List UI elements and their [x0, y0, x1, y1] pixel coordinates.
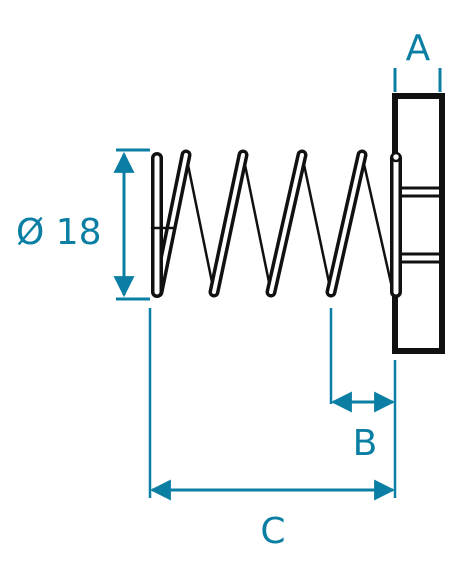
compression-spring	[150, 149, 402, 298]
label-a: A	[406, 28, 431, 69]
dimension-diameter	[113, 148, 150, 301]
label-c: C	[260, 511, 285, 552]
extension-lines	[148, 308, 397, 498]
spring-left-end	[150, 152, 177, 298]
spring-front-coils	[152, 149, 368, 298]
mounting-plate	[392, 93, 445, 354]
spring-right-end	[390, 151, 402, 298]
dimension-a	[393, 68, 442, 92]
label-b: B	[353, 423, 378, 464]
label-diameter: Ø 18	[16, 212, 102, 253]
